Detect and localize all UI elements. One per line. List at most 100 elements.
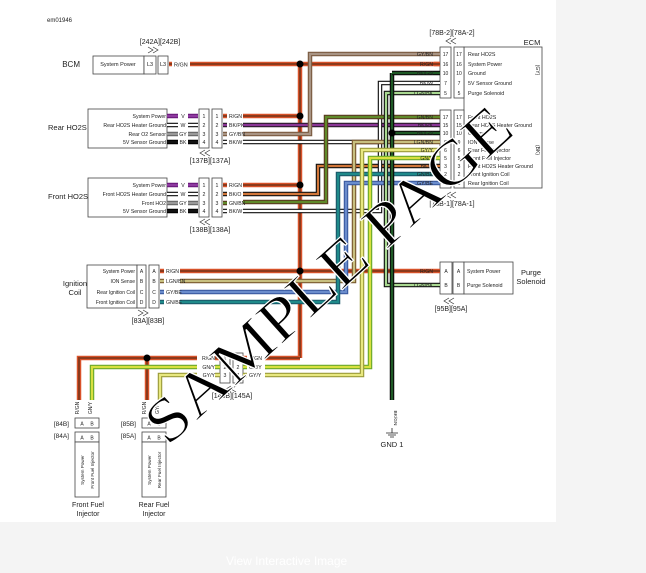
wire-label: GY/Y bbox=[249, 373, 262, 379]
injector-title: Front Fuel bbox=[72, 502, 104, 509]
pin-name: 5V Sensor Ground bbox=[123, 140, 166, 146]
pin-letter: C bbox=[140, 290, 144, 296]
connector-b bbox=[148, 264, 160, 309]
injector-title: Injector bbox=[77, 511, 101, 518]
wire-label: GN/BE bbox=[417, 172, 434, 178]
connector-a bbox=[136, 264, 147, 309]
connector-mating-icon bbox=[199, 218, 211, 226]
ecm-pin-name: Purge Solenoid bbox=[468, 91, 504, 97]
connector-mating-icon bbox=[443, 297, 455, 305]
connector-b bbox=[198, 108, 210, 149]
pin-number: 5 bbox=[458, 156, 461, 162]
wire-label: GY/Y bbox=[421, 148, 434, 154]
wire-label: R/GN bbox=[420, 269, 433, 275]
wire-label: R/GN bbox=[249, 356, 262, 362]
wire-label: GY/BE bbox=[166, 290, 182, 296]
pin-wire-color: BK bbox=[180, 140, 187, 146]
wire-label: BK/PK bbox=[229, 123, 245, 129]
wire-label: GN/BN bbox=[417, 115, 434, 121]
pin-wire-color: BK bbox=[180, 209, 187, 215]
connector-95a bbox=[452, 261, 465, 295]
connector-a bbox=[211, 177, 223, 218]
pin-letter: A bbox=[457, 269, 461, 275]
pin-name: Front HO2 bbox=[142, 201, 166, 207]
wire-label: GY/BN bbox=[229, 132, 245, 138]
pin-number: 3 bbox=[444, 164, 447, 170]
wire-inner bbox=[243, 142, 382, 213]
pin-number: 10 bbox=[443, 71, 449, 77]
pin-letter: D bbox=[140, 300, 144, 306]
wire-label: GY/Y bbox=[203, 373, 216, 379]
pin-letter: A bbox=[147, 436, 151, 442]
splice-dot bbox=[296, 181, 304, 189]
pin-number: 4 bbox=[203, 140, 206, 146]
ecm-bk-label: (BK) bbox=[534, 145, 540, 155]
wire-label: R/GN bbox=[420, 62, 433, 68]
pin-number: 10 bbox=[456, 131, 462, 137]
pin-number: 5 bbox=[458, 91, 461, 97]
ecm-gy-label: (GY) bbox=[534, 65, 540, 76]
view-interactive-image-link[interactable]: View Interactive Image bbox=[226, 554, 348, 568]
ecm-pin-name: System Power bbox=[468, 62, 502, 68]
ecm-box bbox=[463, 46, 543, 189]
splice-dot bbox=[296, 60, 304, 68]
pin-wire-color: W bbox=[181, 123, 186, 129]
ecm-pin-name: Ground bbox=[468, 71, 486, 77]
ground-icon bbox=[386, 428, 398, 438]
pin-number: 2 bbox=[203, 123, 206, 129]
pin-number: 16 bbox=[456, 62, 462, 68]
connector-label: [85B] bbox=[121, 421, 136, 428]
connector-mating-icon bbox=[147, 46, 159, 54]
wire-label: GN/Y bbox=[202, 365, 215, 371]
wire-label: R/GN bbox=[229, 114, 242, 120]
ecm-pin-name: ION Sense bbox=[468, 140, 494, 146]
pin-number: 1 bbox=[203, 114, 206, 120]
wire-label: LGN/BN bbox=[166, 279, 186, 285]
ecm-pin-name: Rear HO2S bbox=[468, 52, 496, 58]
pin-wire-color: V bbox=[181, 183, 185, 189]
injector-title: Rear Fuel bbox=[139, 502, 170, 509]
pin-name: Front Fuel Injector bbox=[90, 451, 95, 489]
pin-number: 3 bbox=[237, 373, 240, 379]
pin-wire-color: GY bbox=[179, 132, 187, 138]
rear-injector-body bbox=[141, 441, 167, 498]
pin-number: 15 bbox=[456, 123, 462, 129]
wire-label: R/GN bbox=[166, 269, 179, 275]
pin-number: 10 bbox=[456, 71, 462, 77]
wire-label: R/GN bbox=[229, 183, 242, 189]
pin-letter: B bbox=[444, 283, 448, 289]
document-id: em01946 bbox=[47, 18, 73, 24]
pin-number: 17 bbox=[443, 52, 449, 58]
pin-wire-color: W bbox=[181, 192, 186, 198]
splice-dot bbox=[143, 354, 151, 362]
bcm-pin-cell bbox=[143, 55, 157, 75]
wire-label: BK/O bbox=[229, 192, 241, 198]
pin-number: 4 bbox=[216, 209, 219, 215]
pin-number: 5 bbox=[444, 91, 447, 97]
bcm-pin-name: System Power bbox=[100, 62, 136, 68]
pin-name: System Power bbox=[133, 114, 167, 120]
pin-number: 1 bbox=[216, 183, 219, 189]
wire-inner bbox=[243, 115, 434, 204]
wire-label: BK/PK bbox=[418, 123, 434, 129]
pin-number: 2 bbox=[203, 192, 206, 198]
pin-name: Front Ignition Coil bbox=[96, 300, 135, 306]
pin-number: 4 bbox=[216, 140, 219, 146]
pin-letter: B bbox=[157, 422, 161, 428]
ecm-pin-name: Rear HO2S Heater Ground bbox=[468, 123, 532, 129]
pin-number: 15 bbox=[443, 123, 449, 129]
pin-letter: C bbox=[152, 290, 156, 296]
ecm-pin-name: Front Fuel Injector bbox=[468, 156, 511, 162]
pin-letter: B bbox=[457, 283, 461, 289]
splice-dot bbox=[296, 267, 304, 275]
pin-name: ION Sense bbox=[111, 279, 136, 285]
pin-number: 10 bbox=[443, 131, 449, 137]
ecm-pin-name: 5V Sensor Ground bbox=[468, 81, 512, 87]
pin-letter: B bbox=[157, 436, 161, 442]
front-injector-body bbox=[74, 441, 100, 498]
connector-mating-icon bbox=[225, 385, 237, 393]
wire-front-injector-power bbox=[76, 355, 197, 400]
connector-mating-icon bbox=[199, 149, 211, 157]
wire-label: BK/GN bbox=[417, 71, 433, 77]
connector-mating-icon bbox=[137, 309, 149, 317]
